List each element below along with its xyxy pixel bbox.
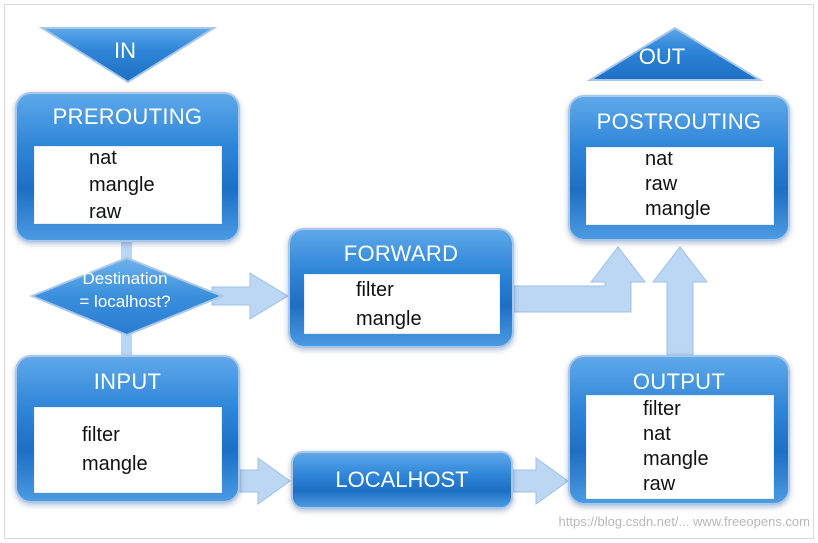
output-table-nat: nat (643, 423, 671, 445)
out-triangle (586, 26, 764, 81)
watermark: https://blog.csdn.net/... www.freeopens.… (558, 514, 810, 529)
forward-table-filter: filter (356, 279, 394, 301)
decision-line-1: Destination (82, 269, 168, 288)
output-tables: filter nat mangle raw (586, 395, 774, 499)
prerouting-table-nat: nat (89, 147, 117, 169)
prerouting-table-raw: raw (89, 201, 122, 223)
input-to-localhost-arrow (239, 457, 291, 505)
output-table-raw: raw (643, 473, 676, 495)
localhost-to-output-arrow (512, 457, 569, 505)
prerouting-tables: nat mangle raw (34, 146, 222, 224)
input-title: INPUT (93, 369, 162, 394)
output-table-filter: filter (643, 398, 681, 420)
input-chain: INPUT filter mangle (15, 355, 240, 503)
out-label: OUT (638, 44, 686, 69)
decision-to-input-stem (121, 325, 132, 357)
output-title: OUTPUT (632, 369, 726, 394)
in-label: IN (114, 38, 136, 63)
output-table-mangle: mangle (643, 448, 709, 470)
prerouting-to-decision-stem (121, 240, 132, 270)
forward-tables: filter mangle (304, 274, 500, 334)
prerouting-chain: PREROUTING nat mangle raw (15, 92, 240, 242)
decision-to-forward-arrow (211, 272, 289, 320)
decision-line-2: = localhost? (79, 292, 171, 311)
decision-label: Destination = localhost? (40, 267, 210, 313)
postrouting-chain: POSTROUTING nat raw mangle (568, 95, 790, 241)
input-table-filter: filter (82, 424, 120, 446)
postrouting-table-nat: nat (645, 148, 673, 170)
postrouting-table-raw: raw (645, 173, 678, 195)
input-tables: filter mangle (34, 407, 222, 493)
output-to-postrouting-arrow (651, 246, 709, 356)
forward-to-postrouting-arrow (513, 246, 647, 313)
forward-table-mangle: mangle (356, 308, 422, 330)
localhost-process: LOCALHOST (291, 451, 513, 509)
prerouting-table-mangle: mangle (89, 174, 155, 196)
forward-chain: FORWARD filter mangle (288, 228, 514, 348)
postrouting-title: POSTROUTING (596, 109, 762, 134)
decision-diamond (29, 256, 225, 337)
in-triangle (38, 27, 218, 84)
postrouting-tables: nat raw mangle (586, 147, 774, 225)
input-table-mangle: mangle (82, 453, 148, 475)
prerouting-title: PREROUTING (52, 104, 203, 129)
forward-title: FORWARD (343, 241, 459, 266)
postrouting-table-mangle: mangle (645, 198, 711, 220)
output-chain: OUTPUT filter nat mangle raw (568, 355, 790, 505)
